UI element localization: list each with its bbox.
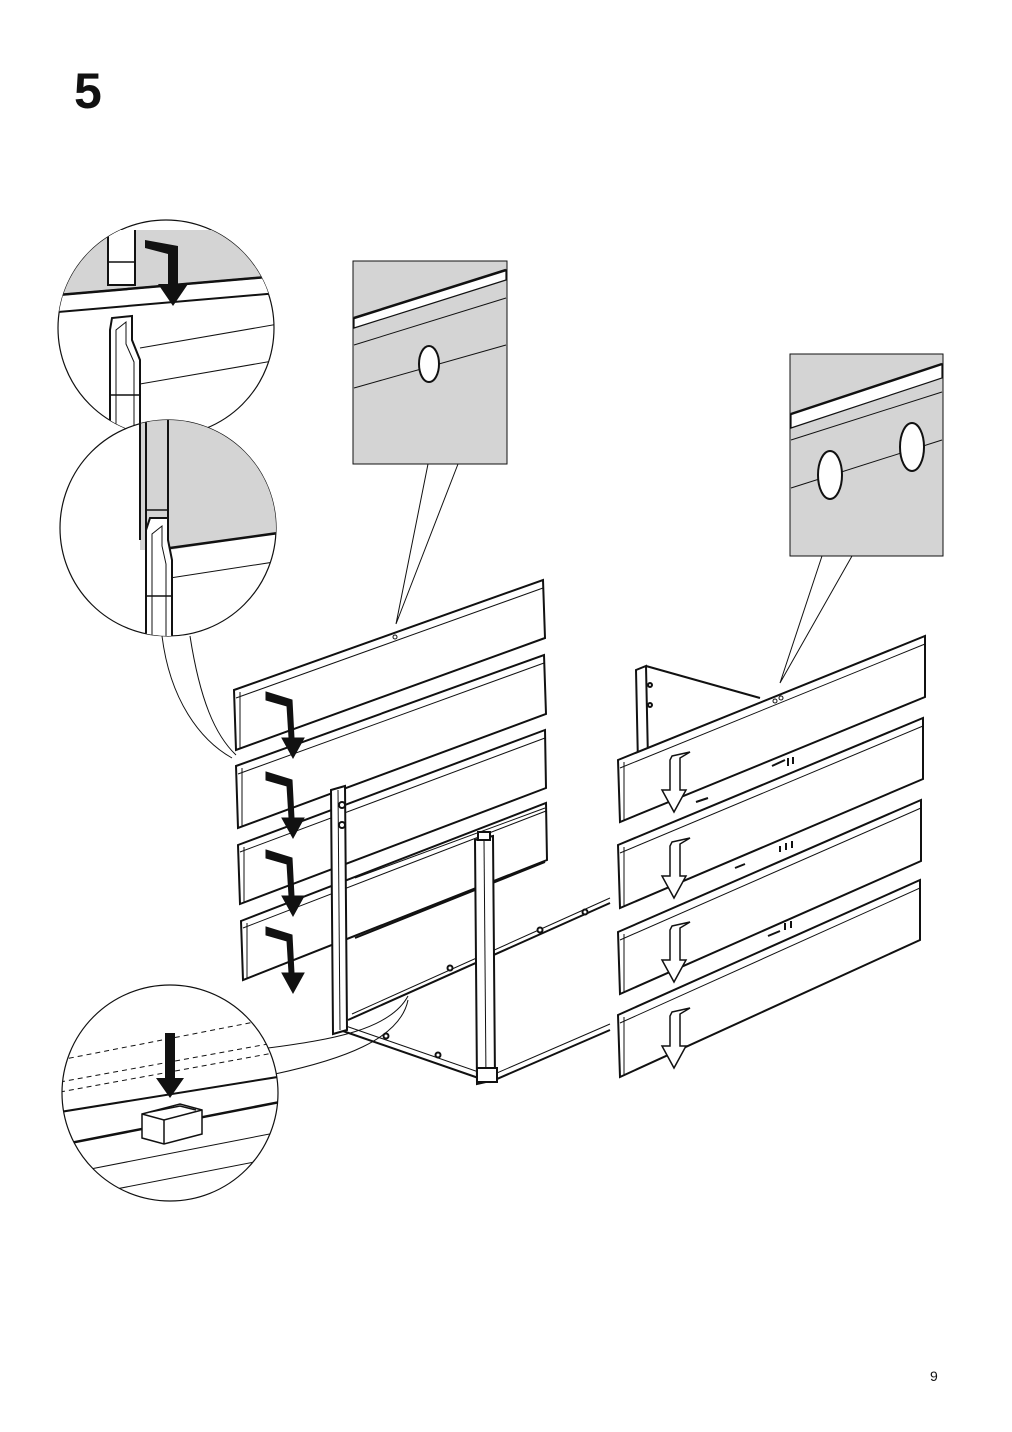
- outline-down-arrow-icon: [660, 751, 691, 814]
- outline-down-arrow-icon: [660, 921, 691, 984]
- detail-circle-top: [57, 219, 275, 437]
- left-arrows: [265, 691, 305, 995]
- hole-icon: [418, 345, 440, 383]
- detail-callout-holes: [779, 353, 944, 684]
- right-panel-1: [616, 634, 926, 824]
- detail-circle-bottom: [61, 984, 279, 1202]
- right-panel-stack: [616, 634, 926, 1079]
- right-panel-3: [616, 798, 922, 996]
- down-arrow-icon: [156, 1033, 184, 1098]
- down-arrow-icon: [145, 240, 188, 306]
- detail-callout-hole: [352, 260, 508, 625]
- outline-down-arrow-icon: [660, 837, 691, 900]
- detail-circle-middle: [59, 419, 277, 637]
- frame: [329, 664, 761, 1086]
- right-panel-4: [616, 878, 921, 1079]
- right-panel-2: [616, 716, 924, 910]
- left-panel-1: [232, 578, 547, 752]
- right-arrows: [660, 751, 691, 1070]
- left-panel-stack: [232, 578, 549, 982]
- down-arrow-icon: [265, 771, 305, 840]
- left-panel-2: [234, 653, 548, 830]
- connector-clip: [141, 1103, 203, 1145]
- down-arrow-icon: [265, 691, 305, 760]
- callout-connectors: [161, 635, 409, 1075]
- down-arrow-icon: [265, 926, 305, 995]
- down-arrow-icon: [265, 849, 305, 918]
- hole-icon: [899, 422, 925, 472]
- outline-down-arrow-icon: [660, 1007, 691, 1070]
- hole-icon: [817, 450, 843, 500]
- step-number: 5: [74, 63, 102, 119]
- page-number: 9: [930, 1368, 938, 1384]
